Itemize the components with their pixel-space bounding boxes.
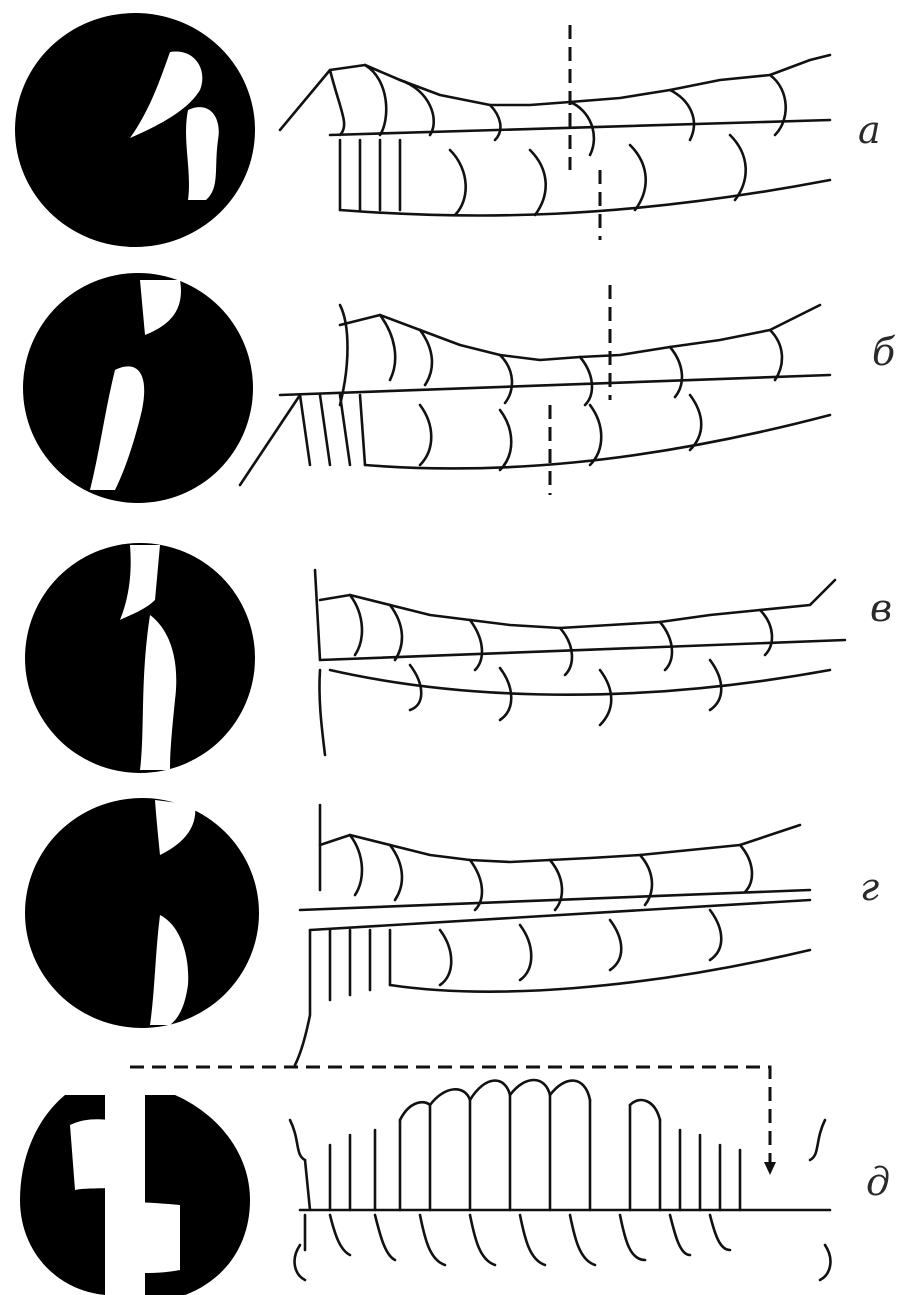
teeth-lateral-view xyxy=(290,800,830,1065)
occlusion-circle-icon xyxy=(20,540,260,775)
row-label-b: б xyxy=(872,330,895,374)
row-b: б xyxy=(0,250,922,520)
row-label-c: в xyxy=(870,586,892,630)
occlusion-circle-icon xyxy=(10,10,260,250)
row-label-a: а xyxy=(858,108,881,152)
row-c: в xyxy=(0,530,922,780)
teeth-lateral-view xyxy=(270,10,840,240)
occlusion-circle-icon xyxy=(15,1095,255,1295)
row-d: г xyxy=(0,780,922,1060)
occlusion-circle-icon xyxy=(20,270,260,505)
teeth-lateral-view xyxy=(310,560,850,760)
row-label-d: г xyxy=(860,865,879,909)
teeth-lateral-view xyxy=(240,285,840,495)
occlusion-circle-icon xyxy=(20,795,265,1030)
row-e: д xyxy=(0,1060,922,1291)
row-label-e: д xyxy=(866,1160,890,1204)
row-a: а xyxy=(0,0,922,250)
teeth-frontal-view xyxy=(280,1060,850,1291)
